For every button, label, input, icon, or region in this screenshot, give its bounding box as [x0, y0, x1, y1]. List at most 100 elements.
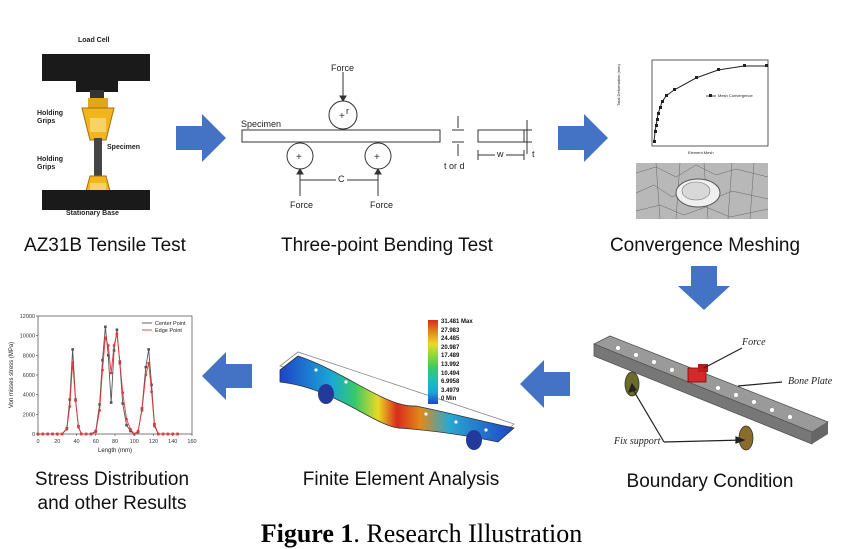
stress-label-line2: and other Results	[37, 493, 187, 514]
data-point-edge	[176, 432, 179, 436]
data-point-center	[104, 325, 107, 329]
right-arrow-icon	[176, 114, 226, 162]
holding-grips-top-line2: Grips	[37, 118, 56, 125]
holding-grips-bottom-line2: Grips	[37, 164, 56, 171]
data-point-edge	[51, 432, 54, 436]
tensile-test-label: AZ31B Tensile Test	[24, 235, 186, 256]
fea-contour-render	[279, 351, 515, 450]
y-tick-label: 8000	[23, 353, 35, 359]
data-point-edge	[84, 432, 88, 436]
data-point-edge	[136, 429, 140, 433]
data-point-edge	[94, 430, 98, 434]
fea-scale-value: 27.983	[441, 327, 460, 334]
load-cell-text: Load Cell	[78, 37, 110, 44]
data-point-center	[129, 429, 132, 433]
data-point-edge	[74, 399, 77, 402]
plot-area	[37, 315, 193, 435]
x-tick-label: 140	[168, 439, 177, 445]
data-point-edge	[118, 359, 122, 363]
force-left-text: Force	[290, 200, 314, 210]
holding-grips-bottom-line1: Holding	[37, 156, 64, 163]
left-arrow-icon	[520, 360, 570, 408]
y-tick-label: 4000	[23, 393, 35, 399]
data-point-edge	[161, 432, 165, 436]
data-point-edge	[36, 432, 40, 436]
x-tick-label: 120	[149, 439, 158, 445]
y-tick-label: 6000	[23, 373, 35, 379]
data-point-edge	[147, 361, 151, 365]
w-text: w	[495, 149, 506, 159]
legend-label: Edge Point	[155, 328, 182, 334]
data-point-edge	[60, 432, 64, 436]
series-line-edge-point	[38, 333, 178, 435]
fix-support-text: Fix support	[614, 436, 661, 447]
convergence-ylabel: Total Deformation (mm)	[616, 64, 621, 106]
left-arrow-icon	[202, 352, 252, 400]
fea-scale-value: 17.489	[441, 353, 460, 360]
right-arrow-icon	[558, 114, 608, 162]
data-point-edge	[125, 417, 128, 421]
y-tick-label: 0	[32, 432, 35, 438]
figure-caption: Figure 1. Research Illustration	[0, 519, 843, 549]
stress-label-line1: Stress Distribution	[34, 469, 190, 490]
data-point-edge	[109, 371, 113, 375]
three-point-bending-label: Three-point Bending Test	[281, 235, 493, 256]
fea-label: Finite Element Analysis	[302, 469, 500, 490]
convergence-xlabel: Element Mesh	[688, 150, 714, 155]
force-top-text: Force	[331, 63, 355, 73]
fea-scale-value: 20.987	[441, 344, 460, 351]
legend-label: Center Point	[155, 321, 186, 327]
holding-grips-bottom-text: Holding Grips	[37, 156, 63, 172]
fea-scale-min: 0 Min	[441, 396, 457, 403]
data-point-edge	[171, 432, 175, 436]
fea-scale-value: 3.4979	[441, 387, 460, 394]
data-point-center	[144, 365, 148, 369]
data-point-edge	[41, 432, 45, 436]
data-point-center	[101, 358, 104, 362]
fea-color-scale	[428, 320, 438, 404]
convergence-meshing-label: Convergence Meshing	[609, 235, 801, 256]
x-tick-label: 100	[130, 439, 139, 445]
x-tick-label: 40	[73, 439, 79, 445]
force-bc-text: Force	[742, 337, 766, 348]
data-point-edge	[121, 391, 125, 395]
data-point-edge	[79, 432, 83, 436]
data-point-center	[115, 328, 119, 332]
three-point-bending-illustration: + + +	[241, 72, 532, 196]
fea-scale-max: 31.481 Max	[441, 319, 473, 325]
data-point-edge	[115, 332, 119, 336]
convergence-legend: Mesh Convergence	[718, 93, 753, 98]
data-point-edge	[150, 390, 153, 394]
x-tick-label: 80	[112, 439, 118, 445]
mesh-render-image	[636, 163, 768, 219]
data-point-edge	[156, 432, 160, 436]
x-tick-label: 60	[93, 439, 99, 445]
down-arrow-icon	[678, 266, 730, 310]
data-point-edge	[144, 373, 148, 377]
caption-figure-number: Figure 1	[260, 519, 354, 548]
data-point-center	[106, 354, 110, 357]
boundary-condition-illustration	[593, 335, 829, 451]
svg-text:+: +	[374, 152, 380, 163]
specimen-text: Specimen	[107, 144, 141, 151]
caption-text: . Research Illustration	[353, 519, 583, 548]
t-or-d-text: t or d	[444, 161, 465, 171]
t-text: t	[532, 149, 535, 159]
force-right-text: Force	[370, 200, 394, 210]
data-point-center	[112, 349, 116, 352]
x-tick-label: 20	[54, 439, 60, 445]
data-point-edge	[89, 432, 93, 436]
data-point-center	[150, 383, 153, 387]
data-point-edge	[101, 368, 104, 372]
data-point-edge	[106, 344, 110, 347]
radius-r-text: r	[346, 106, 349, 116]
data-point-edge	[98, 409, 101, 412]
fea-scale-values: 31.481 Max 27.983 24.485 20.987 17.489 1…	[441, 318, 473, 404]
data-point-edge	[112, 344, 116, 347]
x-tick-label: 0	[36, 439, 39, 445]
data-point-edge	[65, 427, 69, 431]
fea-scale-value: 24.485	[441, 336, 460, 343]
svg-text:+: +	[339, 111, 345, 122]
data-point-edge	[77, 425, 80, 429]
